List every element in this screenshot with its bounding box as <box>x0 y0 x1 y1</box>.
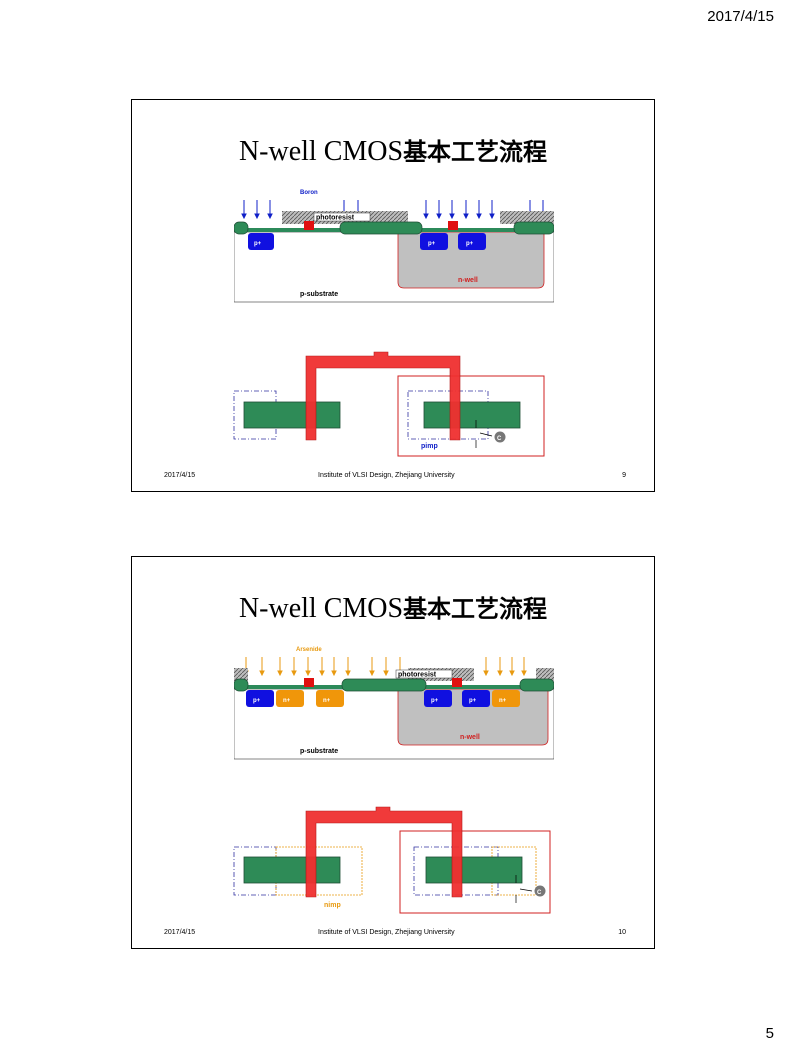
poly-gate-layout <box>305 806 463 898</box>
footer-date: 2017/4/15 <box>164 929 196 936</box>
active-area-2 <box>423 401 521 429</box>
poly-gate-2 <box>448 221 458 230</box>
poly-gate-layout <box>305 351 461 441</box>
region-label: n+ <box>283 698 291 704</box>
dopant-label: Arsenide <box>296 647 322 653</box>
p-plus-region <box>248 233 274 250</box>
substrate-label: p-substrate <box>300 291 338 298</box>
n-plus-region <box>276 690 304 707</box>
c-marker <box>534 885 546 897</box>
photoresist-label-box <box>313 212 371 222</box>
photoresist-right <box>500 211 554 224</box>
region-label: p+ <box>466 241 474 247</box>
layout-diagram: nimp C <box>233 806 551 914</box>
implant-arrows <box>241 200 546 220</box>
p-plus-region <box>458 233 486 250</box>
p-plus-region <box>462 690 490 707</box>
active-area-1 <box>243 856 341 884</box>
field-oxide-1 <box>234 221 249 235</box>
active-area-2 <box>425 856 523 884</box>
dopant-label: Boron <box>300 190 318 196</box>
n-well-label: n-well <box>458 277 478 284</box>
footer-institute: Institute of VLSI Design, Zhejiang Unive… <box>318 929 455 936</box>
photoresist-left <box>234 668 248 681</box>
field-oxide-2 <box>339 221 423 235</box>
photoresist-label: photoresist <box>398 672 437 679</box>
active-area-1 <box>243 401 341 429</box>
slide-title-cjk: 基本工艺流程 <box>403 595 548 623</box>
c-label: C <box>537 890 542 896</box>
n-well-outline <box>399 830 551 914</box>
photoresist-label: photoresist <box>316 215 355 222</box>
implant-label: pimp <box>421 443 438 450</box>
field-oxide-3 <box>519 678 554 692</box>
n-well-outline <box>397 375 545 457</box>
photoresist-label-box <box>395 669 453 679</box>
page-date: 2017/4/15 <box>707 8 774 25</box>
field-oxide-3 <box>513 221 554 235</box>
slide-title: N-well CMOS基本工艺流程 <box>132 132 654 168</box>
implant-arrows <box>243 657 527 677</box>
page-number: 5 <box>765 1025 774 1042</box>
p-plus-region <box>420 233 448 250</box>
poly-gate-1 <box>304 221 314 230</box>
slide-title-latin: N-well CMOS <box>238 136 404 167</box>
select-outline <box>233 846 277 896</box>
substrate-label: p-substrate <box>300 748 338 755</box>
slide-title-latin: N-well CMOS <box>238 593 404 624</box>
footer-date: 2017/4/15 <box>164 472 196 479</box>
field-oxide-1 <box>234 678 249 692</box>
n-plus-region <box>316 690 344 707</box>
n-plus-region <box>492 690 520 707</box>
slide-9: N-well CMOS基本工艺流程 Boron photoresist <box>131 99 655 492</box>
c-marker <box>494 431 506 443</box>
region-label: p+ <box>431 698 439 704</box>
select-outline <box>233 390 277 440</box>
slide-title-cjk: 基本工艺流程 <box>403 138 548 166</box>
footer-institute: Institute of VLSI Design, Zhejiang Unive… <box>318 472 455 479</box>
footer-slide-number: 9 <box>622 472 626 479</box>
poly-gate-1 <box>304 678 314 687</box>
p-plus-region <box>424 690 452 707</box>
implant-label: nimp <box>324 902 341 909</box>
region-label: p+ <box>254 241 262 247</box>
region-label: p+ <box>428 241 436 247</box>
slide-10: N-well CMOS基本工艺流程 Arsenide photoresist <box>131 556 655 949</box>
c-label: C <box>497 436 502 442</box>
cross-section-diagram: Boron photoresist p+ p+ p+ n-well p-subs… <box>234 190 554 303</box>
poly-gate-2 <box>452 678 462 687</box>
region-label: p+ <box>253 698 261 704</box>
cross-section-diagram: Arsenide photoresist p+ n+ n+ p+ p <box>234 647 554 760</box>
photoresist-right <box>536 668 554 681</box>
layout-diagram: pimp C <box>233 351 545 457</box>
region-label: p+ <box>469 698 477 704</box>
region-label: n+ <box>323 698 331 704</box>
slide-title: N-well CMOS基本工艺流程 <box>132 589 654 625</box>
p-plus-region <box>246 690 274 707</box>
region-label: n+ <box>499 698 507 704</box>
footer-slide-number: 10 <box>618 929 626 936</box>
field-oxide-2 <box>341 678 427 692</box>
n-well-label: n-well <box>460 734 480 741</box>
